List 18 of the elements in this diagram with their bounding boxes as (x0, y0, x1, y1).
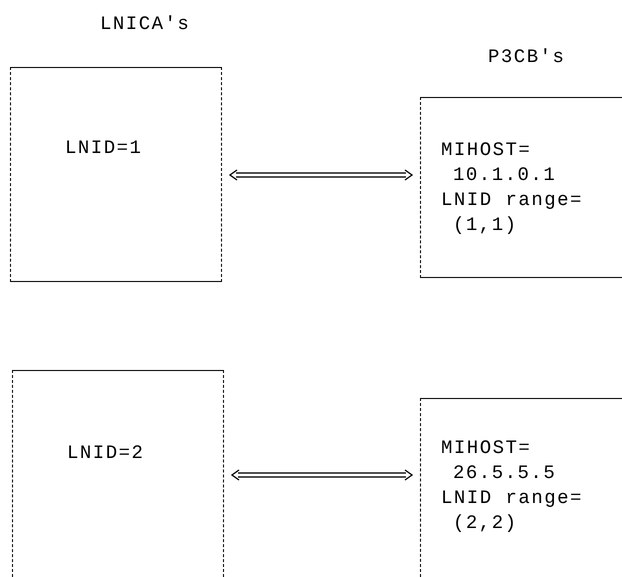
field-text: LNID=2 (67, 441, 144, 466)
field-text: LNID=1 (65, 136, 142, 161)
field-text: (2,2) (453, 511, 518, 536)
record-box (420, 97, 622, 278)
field-text: LNID range= (441, 486, 583, 511)
double-arrow (228, 169, 414, 181)
field-text: (1,1) (453, 213, 518, 238)
column-heading: P3CB's (488, 45, 566, 70)
field-text: 26.5.5.5 (453, 461, 556, 486)
field-text: LNID range= (441, 188, 583, 213)
record-box (10, 67, 222, 282)
field-text: MIHOST= (441, 138, 532, 163)
record-box (12, 370, 224, 577)
column-heading: LNICA's (100, 12, 190, 37)
field-text: MIHOST= (441, 436, 532, 461)
record-box (420, 398, 622, 577)
double-arrow (230, 469, 414, 481)
field-text: 10.1.0.1 (453, 163, 556, 188)
